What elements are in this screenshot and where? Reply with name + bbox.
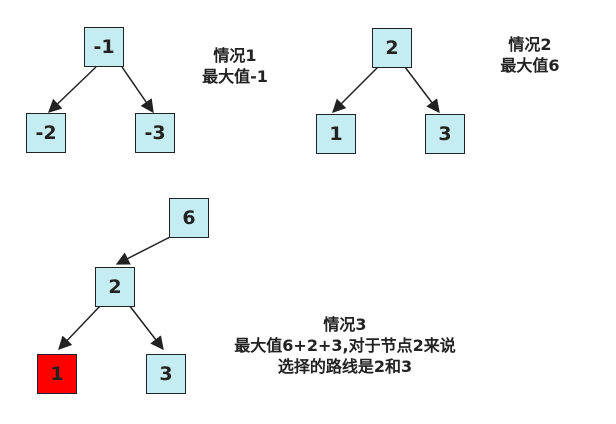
case1-caption-title: 情况1 xyxy=(213,46,257,65)
case3-root-node: 2 xyxy=(95,267,135,307)
case3-caption-path: 选择的路线是2和3 xyxy=(277,357,413,376)
case2-caption-title: 情况2 xyxy=(508,35,552,54)
edge-case1-root-right xyxy=(121,66,154,114)
edge-case3-root-right xyxy=(128,304,164,351)
edge-case3-parent-root xyxy=(115,235,173,265)
case1-right-node: -3 xyxy=(135,113,175,153)
case2-caption-detail: 最大值6 xyxy=(500,56,560,75)
case3-caption: 情况3 最大值6+2+3,对于节点2来说 选择的路线是2和3 xyxy=(200,314,490,377)
edge-case2-root-left xyxy=(332,66,379,113)
case1-caption: 情况1 最大值-1 xyxy=(190,45,280,87)
case2-left-node: 1 xyxy=(316,114,356,154)
case3-right-node: 3 xyxy=(146,354,186,394)
edge-case2-root-right xyxy=(404,66,440,114)
edge-case3-root-left xyxy=(58,304,102,350)
edge-case1-root-left xyxy=(48,66,97,113)
case3-caption-detail: 最大值6+2+3,对于节点2来说 xyxy=(234,336,456,355)
case3-parent-node: 6 xyxy=(169,198,209,238)
case2-caption: 情况2 最大值6 xyxy=(485,34,575,76)
case1-left-node: -2 xyxy=(26,113,66,153)
case2-right-node: 3 xyxy=(425,114,465,154)
case1-caption-detail: 最大值-1 xyxy=(202,67,268,86)
case1-root-node: -1 xyxy=(84,27,124,67)
case3-caption-title: 情况3 xyxy=(323,315,367,334)
case2-root-node: 2 xyxy=(372,28,412,68)
case3-left-node-highlighted: 1 xyxy=(37,354,77,394)
